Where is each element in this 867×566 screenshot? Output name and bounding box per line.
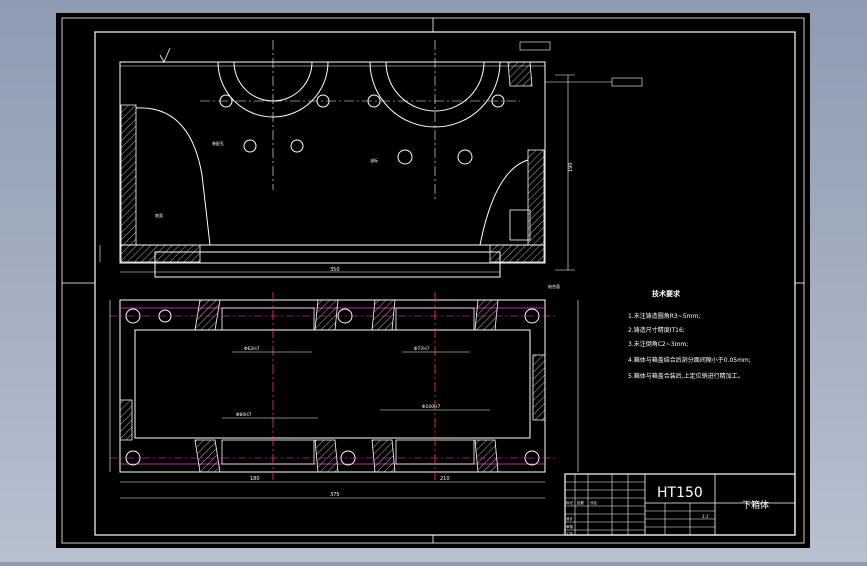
front-view-outline	[119, 61, 546, 245]
note-joint-face: 结合面	[548, 283, 560, 289]
part-name: 下箱体	[742, 499, 769, 511]
right-wall-section	[527, 149, 545, 246]
rev-label: 分区	[590, 500, 598, 505]
bearing-seat-section	[194, 299, 221, 331]
bearing-bore-right	[385, 61, 485, 112]
bearing-seat-section	[314, 299, 339, 331]
bearing-seat-section	[371, 439, 396, 473]
tech-requirements-title: 技术要求	[652, 289, 681, 298]
dim-height-text: 190	[568, 162, 574, 172]
bolt-hole	[457, 149, 473, 165]
fit-label-3: Φ80H7	[236, 412, 252, 418]
fit-label-1: Φ62H7	[244, 346, 260, 352]
tech-requirement-item: 4.箱体与箱盖结合后剖分面间隙小于0.05mm;	[628, 356, 751, 364]
side-wall-section	[119, 399, 133, 441]
bearing-seat-left-bottom	[221, 439, 315, 465]
note-oil-gauge: 油标	[370, 157, 378, 163]
roughness-symbol	[159, 47, 171, 63]
bolt-hole	[397, 149, 413, 165]
note-bottom: 底面	[155, 212, 163, 218]
title-block-frame	[564, 473, 796, 536]
spout-section	[507, 61, 533, 87]
bearing-seat-section	[314, 439, 339, 473]
rev-label: 标记	[566, 500, 574, 505]
title-block: 标记 处数 分区 设计 审核 工艺 HT150 下箱体 1:1	[564, 473, 796, 536]
base-plate	[119, 244, 546, 264]
right-base-section	[489, 244, 545, 263]
side-wall-section	[532, 354, 546, 421]
dim-length-text: 350	[330, 267, 340, 273]
left-rib-curve	[135, 107, 211, 246]
bearing-seat-section	[194, 439, 221, 473]
rev-label: 处数	[577, 500, 585, 505]
tolerance-frame	[519, 41, 551, 51]
front-view: 190 350 装配孔 油标 底面	[99, 40, 643, 278]
left-base-section	[120, 244, 201, 263]
drawing-sheet	[56, 13, 810, 548]
row-label: 设计	[566, 516, 574, 521]
inner-border	[94, 31, 796, 536]
dim-total-text: 375	[330, 492, 340, 498]
tech-requirements: 技术要求 1.未注铸造圆角R3~5mm; 2.铸造尺寸精度IT16; 3.未注倒…	[628, 289, 751, 380]
fit-label-2: Φ72H7	[414, 346, 430, 352]
bearing-seat-left	[221, 307, 315, 331]
left-wall-section	[120, 104, 137, 246]
tech-requirement-item: 5.箱体与箱盖合装后,上定位销进行精加工。	[628, 372, 744, 380]
right-rib-curve	[479, 159, 529, 246]
bearing-seat-section	[371, 299, 396, 331]
oil-gauge	[509, 209, 531, 241]
bolt-hole	[290, 139, 304, 153]
scale-value: 1:1	[702, 514, 709, 519]
fit-label-4: Φ100H7	[422, 404, 441, 410]
bolt-hole	[243, 139, 257, 153]
material-label: HT150	[657, 485, 703, 501]
bearing-seat-section	[474, 439, 499, 473]
top-view: Φ62H7 Φ72H7 Φ80H7 Φ100H7 375 180 210 结合面	[109, 283, 579, 499]
row-label: 审核	[566, 524, 574, 529]
base-foot	[154, 251, 501, 278]
note-assembly-hole: 装配孔	[212, 140, 224, 146]
bearing-seat-section	[474, 299, 499, 331]
tech-requirement-item: 3.未注倒角C2~3mm;	[628, 340, 688, 348]
dim-inner-text: 180	[250, 476, 260, 482]
dim-inner2-text: 210	[440, 476, 450, 482]
tech-requirement-item: 1.未注铸造圆角R3~5mm;	[628, 312, 700, 320]
tech-requirement-item: 2.铸造尺寸精度IT16;	[628, 326, 685, 334]
row-label: 工艺	[566, 531, 574, 536]
